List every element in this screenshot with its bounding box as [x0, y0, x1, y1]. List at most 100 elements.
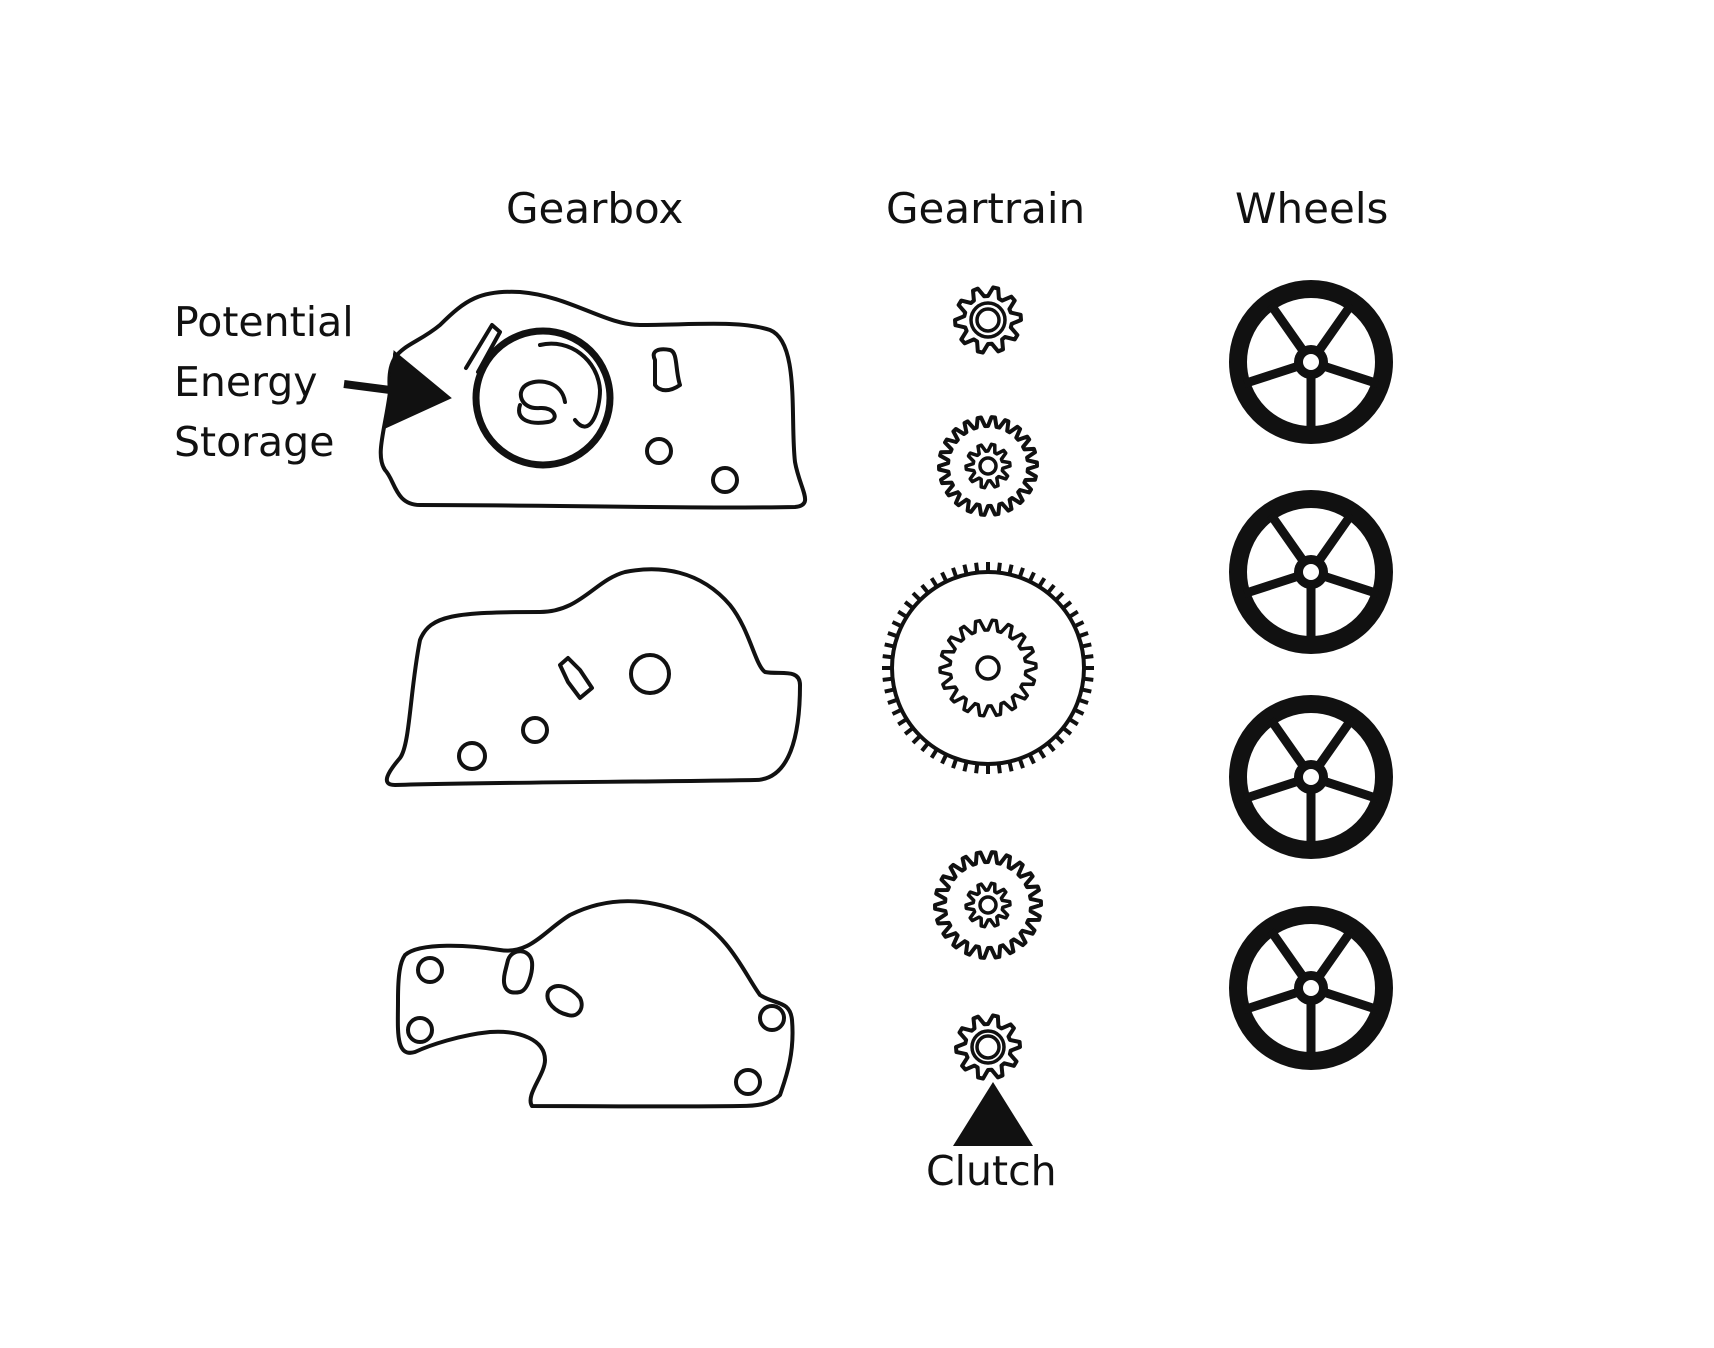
wheels [1229, 280, 1393, 1070]
geartrain-heading: Geartrain [886, 184, 1086, 233]
wheel-2-axle-hole [1303, 564, 1319, 580]
gear-3-tooth [911, 591, 922, 602]
gear-1-hub [975, 307, 1001, 333]
gear-3-tooth [1061, 726, 1073, 736]
plate-bottom-hole-3 [758, 1004, 786, 1032]
gear-3-tooth [1046, 583, 1056, 595]
gear-3-tooth [884, 642, 895, 649]
wheel-1-tire [1229, 280, 1393, 444]
gear-3-tooth [929, 748, 939, 759]
gear-2-hub [978, 456, 998, 476]
plate-top-hole-2 [711, 466, 739, 494]
gear-3-tooth [1068, 717, 1079, 727]
gear-3-tooth [996, 562, 1002, 573]
gear-3-tooth [1054, 591, 1065, 602]
gear-3-tooth [903, 726, 915, 736]
gearbox-plate-bottom [395, 899, 795, 1109]
gear-3-tooth [891, 620, 903, 629]
gearbox-plate-top [378, 289, 807, 510]
wheel-4 [1229, 906, 1393, 1070]
gear-3-tooth [920, 741, 930, 753]
gear-1-inner-ring [969, 301, 1007, 339]
storage-annotation: Potential Energy Storage [174, 292, 354, 472]
plate-middle-hole-large [629, 653, 671, 695]
gear-4-teeth [933, 850, 1043, 960]
gear-3-tooth [1068, 609, 1079, 619]
gear-3-tooth [1077, 697, 1089, 705]
gear-4-hub [978, 895, 998, 915]
gear-3-tooth [1007, 564, 1014, 575]
gear-3-tooth [887, 697, 899, 705]
wheel-4-tire [1229, 906, 1393, 1070]
gear-5-teeth [954, 1013, 1022, 1081]
plate-bottom-slot-2 [545, 984, 584, 1018]
gear-3-hub [975, 655, 1001, 681]
gear-3-tooth [1037, 577, 1047, 588]
gear-3-tooth [1017, 757, 1025, 769]
gear-3-tooth [951, 757, 959, 769]
wheel-3-tire [1229, 695, 1393, 859]
gear-3-tooth [1027, 753, 1036, 765]
clutch-annotation: Clutch [926, 1147, 1057, 1195]
wheel-1-axle-hole [1303, 354, 1319, 370]
gear-3-tooth [897, 717, 908, 727]
gear-3-tooth [891, 707, 903, 716]
gear-3-tooth [1007, 761, 1014, 772]
storage-arrow [343, 350, 452, 430]
gear-3-tooth [1073, 620, 1085, 629]
barrel-latch [464, 323, 502, 374]
gear-3-tooth [929, 577, 939, 588]
gear-3-tooth [940, 571, 949, 583]
wheel-2 [1229, 490, 1393, 654]
gear-3-tooth [1081, 642, 1092, 649]
gear-3-tooth [903, 600, 915, 610]
storage-annotation-line-1: Potential [174, 298, 354, 346]
plate-top-slot [651, 347, 682, 393]
gear-5-hub [975, 1034, 1001, 1060]
gear-3-tooth [1061, 600, 1073, 610]
gear-4 [933, 850, 1043, 960]
gear-3-tooth [1081, 687, 1092, 694]
gear-1 [953, 285, 1023, 355]
plate-top-hole-1 [645, 437, 673, 465]
gear-3 [882, 562, 1094, 774]
gear-3-tooth [996, 763, 1002, 774]
wheel-1 [1229, 280, 1393, 444]
storage-annotation-line-3: Storage [174, 418, 335, 466]
plate-bottom-hole-1 [416, 956, 444, 984]
gearbox-plate-bottom-outline [395, 899, 795, 1109]
gear-3-tooth [1017, 567, 1025, 579]
geartrain [882, 285, 1094, 1081]
gear-3-tooth [951, 567, 959, 579]
spring-coil [517, 379, 567, 425]
gear-3-tooth [1054, 734, 1065, 745]
gear-3-tooth [1037, 748, 1047, 759]
gear-3-tooth [962, 761, 969, 772]
gear-3-tooth [882, 654, 893, 660]
plate-bottom-hole-2 [406, 1016, 434, 1044]
wheel-3-axle-hole [1303, 769, 1319, 785]
gear-3-tooth [974, 562, 980, 573]
gear-3-tooth [1073, 707, 1085, 716]
gear-3-tooth [897, 609, 908, 619]
gear-3-tooth [962, 564, 969, 575]
gearbox-plate-top-outline [378, 289, 807, 510]
gear-3-tooth [911, 734, 922, 745]
gear-3-tooth [1046, 741, 1056, 753]
plate-middle-hole-1 [521, 716, 549, 744]
gear-5-inner-ring [970, 1029, 1006, 1065]
wheels-heading: Wheels [1235, 184, 1389, 233]
wheel-2-tire [1229, 490, 1393, 654]
wheel-4-axle-hole [1303, 980, 1319, 996]
spring-barrel [472, 327, 614, 469]
gear-3-tooth [1083, 676, 1094, 682]
gear-3-tooth [887, 631, 899, 639]
gear-2 [937, 415, 1039, 517]
gear-5 [954, 1013, 1022, 1081]
wheel-3 [1229, 695, 1393, 859]
gear-2-pinion [964, 442, 1012, 490]
gear-3-tooth [1077, 631, 1089, 639]
plate-bottom-slot-1 [501, 949, 535, 995]
